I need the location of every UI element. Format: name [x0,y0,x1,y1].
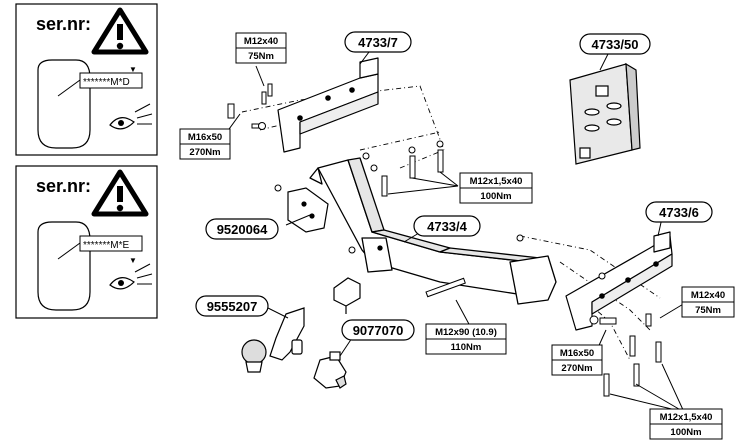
svg-text:270Nm: 270Nm [561,363,592,374]
warning-triangle-icon [91,7,149,55]
part-label-4733-50: 4733/50 [579,33,651,55]
serial-code: *******M*D [83,77,130,88]
serial-label: ser.nr: [36,176,91,196]
part-label-9555207: 9555207 [195,295,269,317]
serial-plate-outline [37,221,91,311]
svg-text:M12x40: M12x40 [691,290,725,301]
part-label-9077070: 9077070 [341,319,415,341]
serial-marker-icon: ▼ [129,65,137,74]
svg-text:110Nm: 110Nm [451,342,482,353]
fasteners [227,83,662,397]
svg-text:75Nm: 75Nm [248,51,274,62]
spec-box-m12x90: M12x90 (10.9) 110Nm [425,323,507,355]
bracket-right [565,231,673,331]
svg-text:9077070: 9077070 [353,323,404,338]
bracket-part-9520064 [287,187,329,233]
svg-text:100Nm: 100Nm [670,427,701,438]
svg-text:M12x90 (10.9): M12x90 (10.9) [435,327,497,338]
svg-text:75Nm: 75Nm [695,305,721,316]
svg-text:M16x50: M16x50 [560,348,594,359]
svg-text:4733/6: 4733/6 [659,205,699,220]
serial-panel-top: ser.nr: *******M*D ▼ [15,3,158,156]
eye-icon [109,263,153,290]
serial-plate-outline [37,59,91,149]
eye-icon [109,103,153,130]
part-label-4733-4: 4733/4 [413,215,481,237]
svg-text:M12x1,5x40: M12x1,5x40 [660,412,713,423]
serial-code: *******M*E [83,240,129,251]
svg-text:100Nm: 100Nm [480,191,511,202]
svg-text:M16x50: M16x50 [188,132,222,143]
spec-box-m12x15x40-upper: M12x1,5x40 100Nm [459,172,533,204]
serial-marker-icon: ▼ [129,256,137,265]
detail-4733-50 [569,62,641,165]
svg-text:9555207: 9555207 [207,299,258,314]
bracket-left [277,57,379,153]
svg-text:4733/50: 4733/50 [592,37,639,52]
serial-panel-bottom: ser.nr: *******M*E ▼ [15,165,158,319]
svg-text:270Nm: 270Nm [189,147,220,158]
tow-ball-assembly [241,307,305,373]
svg-text:9520064: 9520064 [217,222,268,237]
wiring-clip [333,277,361,314]
spec-box-m12x15x40-lower: M12x1,5x40 100Nm [649,408,723,440]
svg-text:4733/7: 4733/7 [358,35,398,50]
spec-box-m12x40-right: M12x40 75Nm [681,286,735,318]
socket-plate [313,351,347,389]
spec-box-m12x40-left: M12x40 75Nm [235,32,287,64]
part-label-9520064: 9520064 [205,218,279,240]
svg-text:M12x40: M12x40 [244,36,278,47]
spec-box-m16x50-left: M16x50 270Nm [179,128,231,160]
spec-box-m16x50-right: M16x50 270Nm [551,344,603,376]
part-label-4733-6: 4733/6 [645,201,713,223]
svg-text:4733/4: 4733/4 [427,219,468,234]
serial-label: ser.nr: [36,14,91,34]
svg-text:M12x1,5x40: M12x1,5x40 [470,176,523,187]
crossbar [309,157,557,305]
warning-triangle-icon [91,169,149,217]
part-label-4733-7: 4733/7 [344,31,412,53]
